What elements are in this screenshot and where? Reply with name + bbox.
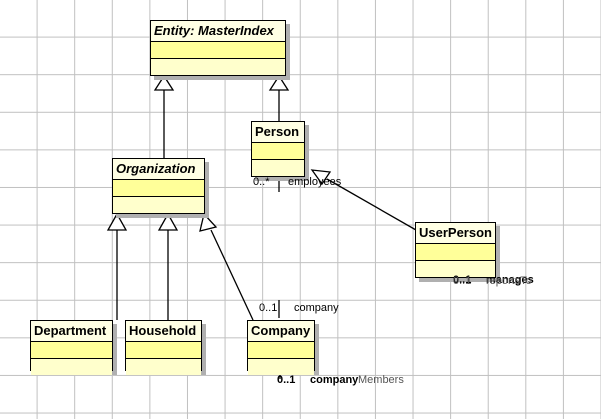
uml-attributes-userperson [416,244,495,261]
uml-class-organization[interactable]: Organization [112,158,205,214]
assoc-role-manages: manages [486,274,534,286]
generalization-household-to-organization [157,212,179,320]
uml-operations-company [248,359,314,375]
uml-operations-masterindex [151,59,285,75]
uml-class-userperson[interactable]: UserPerson [415,222,496,278]
generalization-company-to-organization [199,212,254,321]
uml-class-company[interactable]: Company [247,320,315,375]
assoc-role-employees: employees [288,176,342,188]
assoc-multiplicity-employees: 0..* [253,176,270,188]
uml-operations-household [126,359,201,375]
assoc-multiplicity-companymembers: 0..1 [277,374,296,386]
assoc-role-companymembers-suffix: Members [358,374,404,386]
uml-class-name-person: Person [252,122,304,143]
uml-class-name-organization: Organization [113,159,204,180]
uml-class-masterindex[interactable]: Entity: MasterIndex [150,20,286,76]
assoc-role-reportsto: reportsTo [486,275,532,287]
assoc-multiplicity-reportsto: 0..1 [453,275,472,287]
assoc-multiplicity-company: 0..1 [259,302,278,314]
uml-class-household[interactable]: Household [125,320,202,375]
assoc-multiplicity-manages: 0..1 [453,274,472,286]
uml-attributes-company [248,342,314,359]
uml-attributes-household [126,342,201,359]
generalization-organization-to-masterindex [153,74,175,158]
uml-attributes-person [252,143,304,160]
uml-class-name-household: Household [126,321,201,342]
uml-attributes-department [31,342,112,359]
uml-class-name-company: Company [248,321,314,342]
assoc-role-company: company [294,302,339,314]
uml-operations-department [31,359,112,375]
uml-attributes-masterindex [151,42,285,59]
generalization-department-to-organization [106,212,128,320]
uml-class-person[interactable]: Person [251,121,305,177]
uml-class-name-department: Department [31,321,112,342]
uml-attributes-organization [113,180,204,197]
uml-operations-person [252,160,304,176]
uml-class-name-userperson: UserPerson [416,223,495,244]
uml-operations-userperson [416,261,495,277]
uml-operations-organization [113,197,204,213]
generalization-person-to-masterindex [268,74,290,121]
uml-class-department[interactable]: Department [30,320,113,375]
uml-class-name-masterindex: Entity: MasterIndex [151,21,285,42]
assoc-role-companymembers-bold: company [310,374,359,386]
